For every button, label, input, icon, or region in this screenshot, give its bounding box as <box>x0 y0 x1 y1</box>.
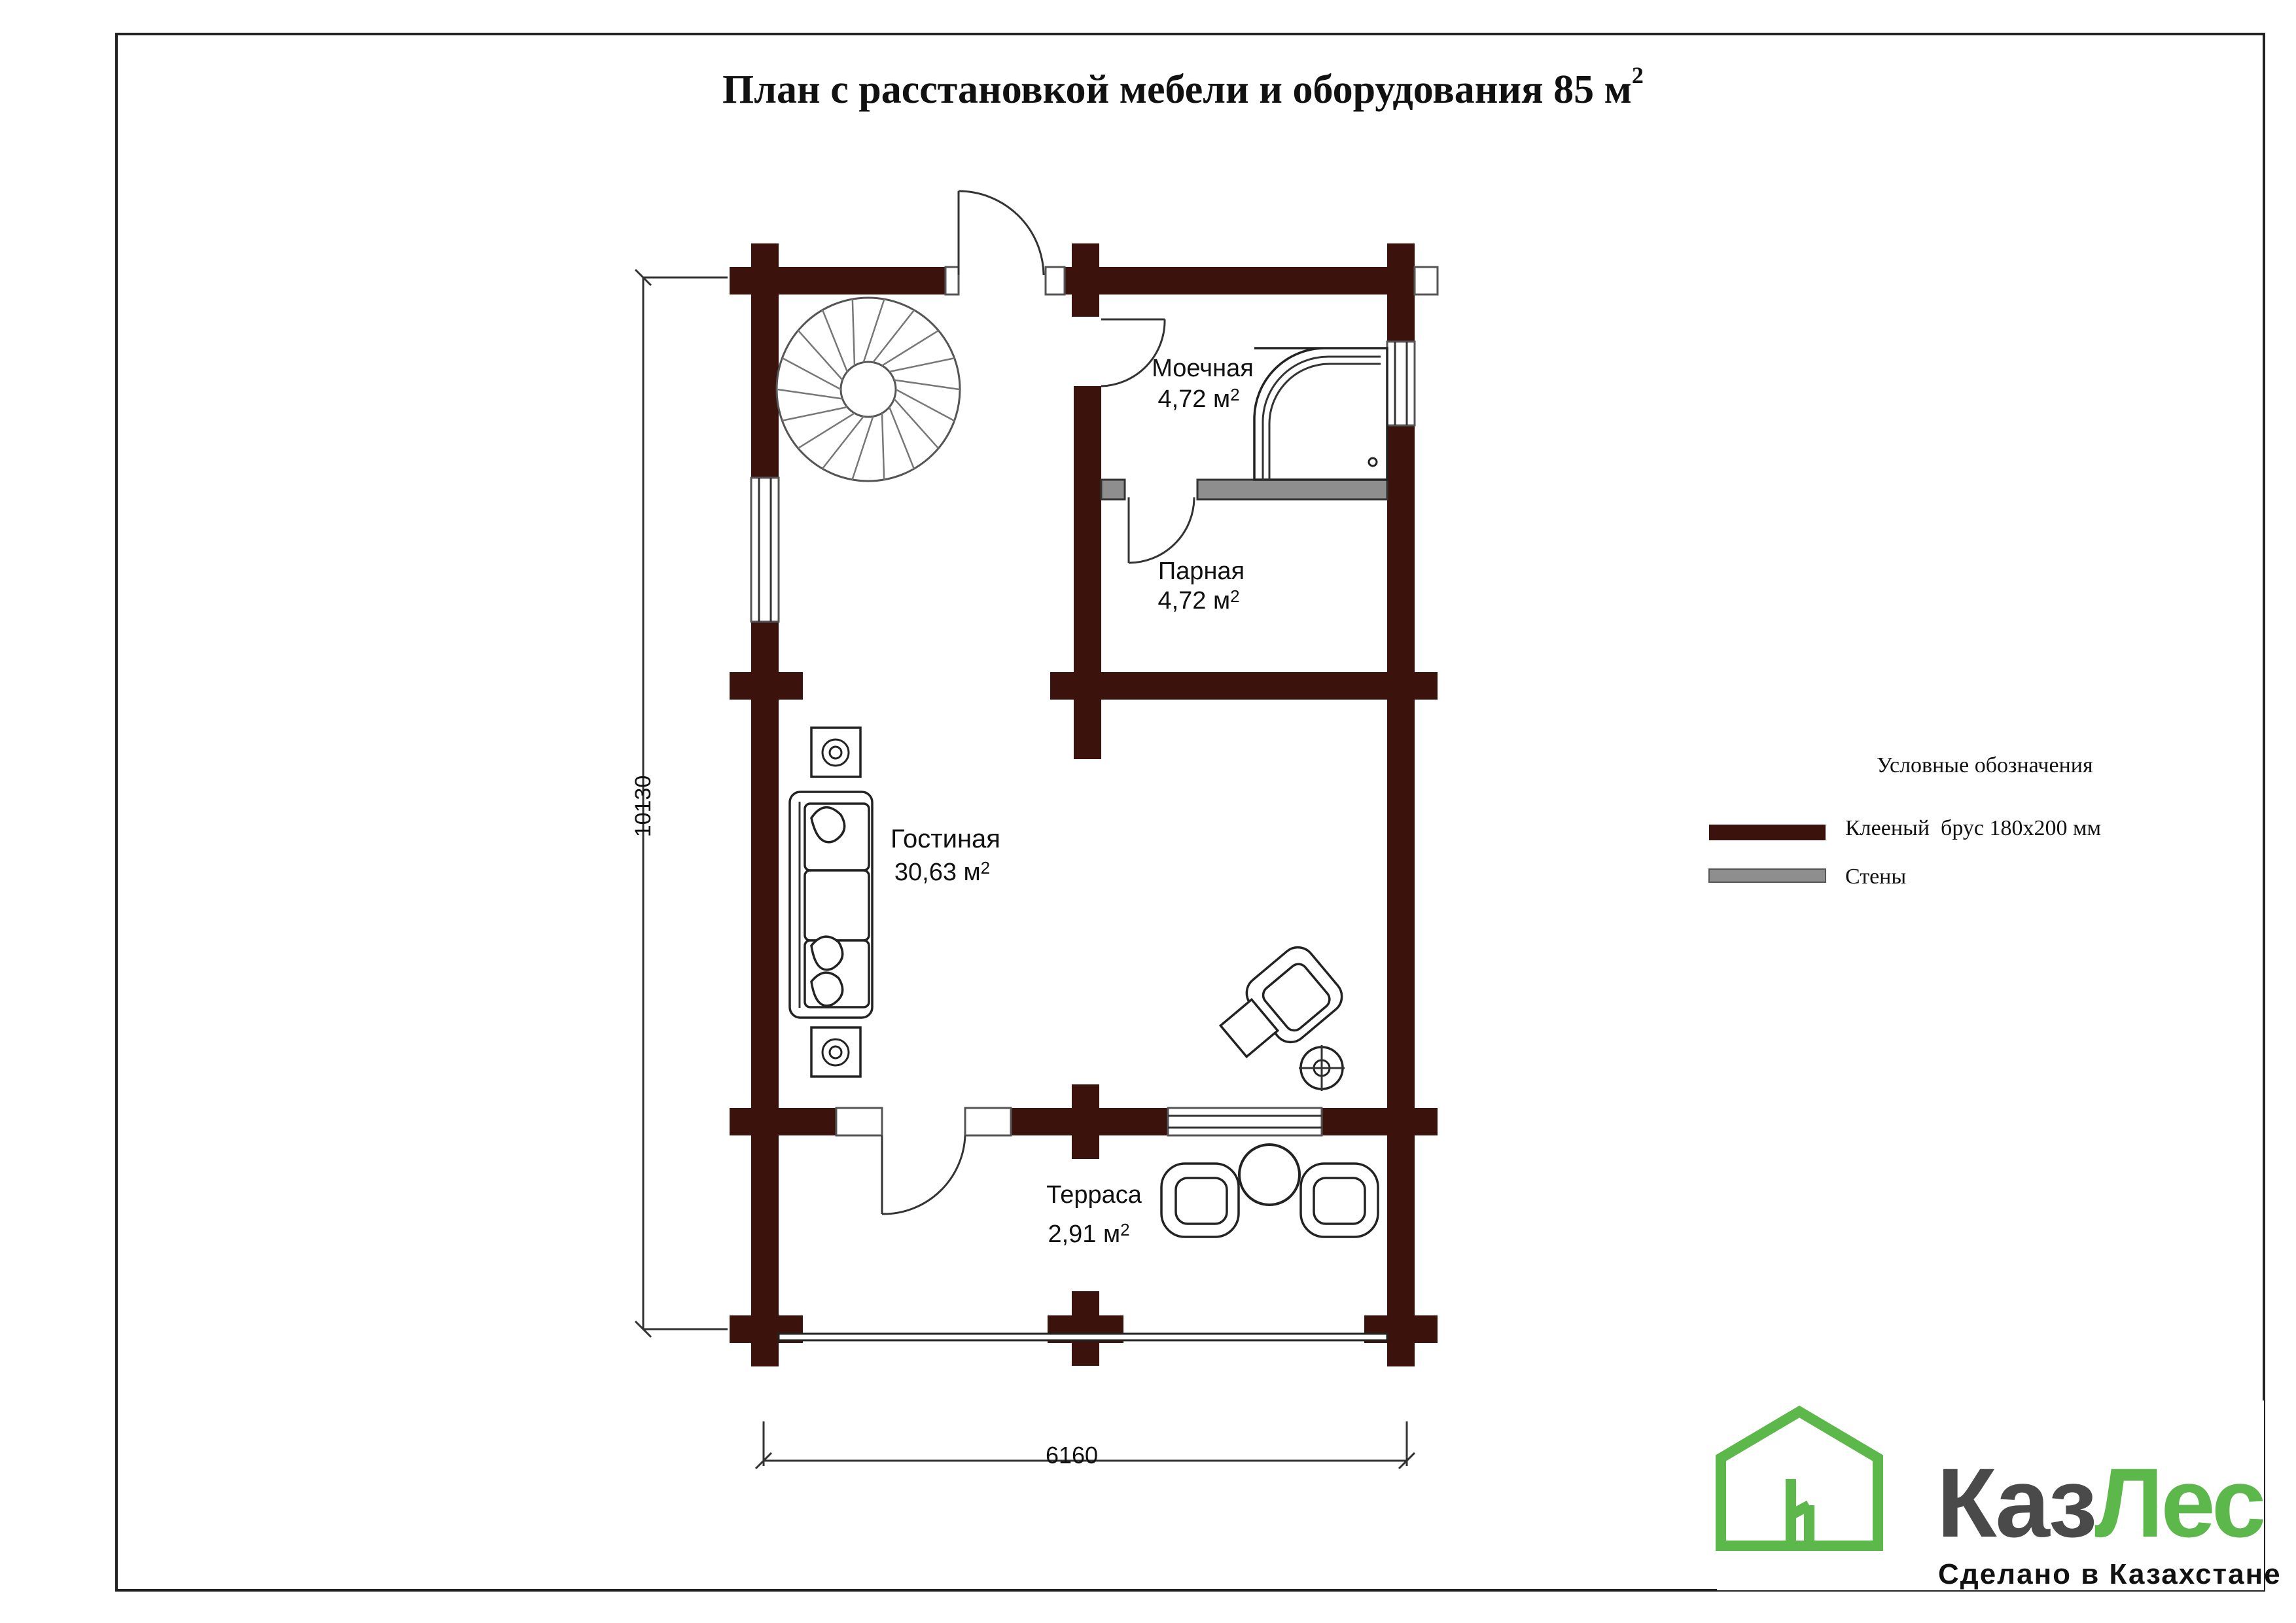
stair-step <box>889 406 915 469</box>
terrace-armchair-left <box>1160 1162 1240 1238</box>
room-label-washroom: Моечная 4,72 м2 <box>1152 355 1254 413</box>
stair-step <box>895 388 955 422</box>
stair-step <box>851 299 856 366</box>
legend-swatch-timber <box>1709 825 1826 840</box>
svg-text:Парная: Парная <box>1158 558 1245 585</box>
legend-label-walls: Стены <box>1845 865 1906 889</box>
svg-text:30,63 м2: 30,63 м2 <box>894 858 990 886</box>
footstool <box>1218 997 1280 1059</box>
svg-text:Моечная: Моечная <box>1152 355 1254 382</box>
svg-text:Терраса: Терраса <box>1046 1181 1142 1209</box>
room-label-living: Гостиная 30,63 м2 <box>891 825 1000 886</box>
partition-walls <box>1100 478 1388 501</box>
stair-step <box>894 379 961 391</box>
stair-step <box>821 310 848 372</box>
svg-text:Гостиная: Гостиная <box>891 825 1000 853</box>
stair-step <box>798 412 855 449</box>
windows <box>750 266 1439 1137</box>
drawing-frame <box>115 33 2265 1592</box>
terrace-round-table <box>1238 1143 1301 1206</box>
dimension-height: 10130 <box>631 268 728 1338</box>
sofa-cushions <box>810 806 846 1007</box>
stair-step <box>881 413 885 480</box>
shower-cabin <box>1253 347 1388 481</box>
brand-name: КазЛес <box>1937 1448 2264 1558</box>
dimension-width-label: 6160 <box>1046 1442 1098 1469</box>
terrace-edge <box>777 1332 1388 1342</box>
stair-step <box>821 416 864 469</box>
stair-step <box>862 298 885 363</box>
side-table-lamp <box>1299 1045 1345 1091</box>
spiral-staircase <box>775 296 961 482</box>
brand-logo: КазЛес Сделано в Казахстане <box>1716 1400 2282 1590</box>
legend-title: Условные обозначения <box>1877 753 2093 777</box>
stair-step <box>782 406 848 421</box>
stair-step <box>776 388 843 400</box>
svg-text:4,72 м2: 4,72 м2 <box>1157 385 1239 413</box>
floor-lamp-bottom <box>810 1026 862 1078</box>
stair-step <box>797 330 843 381</box>
doors <box>881 190 1195 1215</box>
floor-lamp-top <box>810 726 862 778</box>
brand-tagline: Сделано в Казахстане <box>1938 1558 2282 1590</box>
svg-text:2,91 м2: 2,91 м2 <box>1048 1220 1129 1248</box>
plan-title: План с расстановкой мебели и оборудовани… <box>722 62 1644 112</box>
legend-label-timber: Клееный брус 180х200 мм <box>1845 816 2101 840</box>
house-icon <box>1716 1405 1883 1551</box>
stair-step <box>851 416 874 480</box>
dimension-width: 6160 <box>754 1421 1416 1470</box>
terrace-armchair-right <box>1299 1162 1379 1238</box>
room-label-steamroom: Парная 4,72 м2 <box>1157 558 1245 615</box>
stair-step <box>889 357 955 373</box>
dimension-height-label: 10130 <box>631 776 656 838</box>
svg-text:4,72 м2: 4,72 м2 <box>1157 586 1239 615</box>
stair-step <box>781 357 841 391</box>
stair-step <box>872 310 915 363</box>
timber-beams <box>730 243 1438 1366</box>
stair-step <box>893 398 940 449</box>
legend-swatch-walls <box>1708 868 1826 883</box>
legend: Условные обозначения Клееный брус 180х20… <box>1708 753 2101 889</box>
stair-step <box>881 330 939 366</box>
armchair-living <box>1245 946 1343 1044</box>
room-label-terrace: Терраса 2,91 м2 <box>1046 1181 1142 1248</box>
